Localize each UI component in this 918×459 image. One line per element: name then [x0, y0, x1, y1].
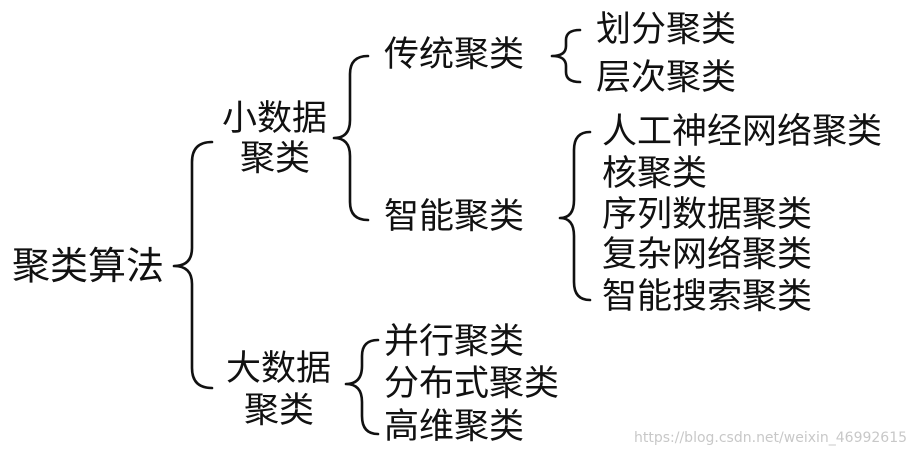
small-data-brace	[332, 54, 370, 222]
big-data-label-line1: 大数据	[226, 349, 332, 389]
big-data-brace	[344, 338, 380, 436]
intelligent-brace	[558, 130, 592, 302]
watermark-text: https://blog.csdn.net/weixin_46992615	[634, 430, 908, 446]
traditional-item-1: 层次聚类	[596, 58, 737, 98]
root-node: 聚类算法	[12, 244, 165, 288]
intelligent-item-4: 智能搜索聚类	[602, 277, 813, 317]
traditional-clustering-label: 传统聚类	[384, 35, 525, 75]
root-brace	[172, 140, 214, 390]
small-data-label-line1: 小数据	[222, 99, 328, 139]
big-data-item-0: 并行聚类	[384, 322, 525, 362]
intelligent-item-0: 人工神经网络聚类	[602, 112, 883, 152]
small-data-label-line2: 聚类	[240, 139, 311, 179]
intelligent-item-3: 复杂网络聚类	[602, 235, 813, 275]
big-data-item-2: 高维聚类	[384, 407, 525, 447]
intelligent-clustering-label: 智能聚类	[384, 197, 525, 237]
big-data-item-1: 分布式聚类	[384, 364, 560, 404]
big-data-label-line2: 聚类	[244, 391, 315, 431]
traditional-brace	[550, 28, 582, 84]
intelligent-item-2: 序列数据聚类	[602, 195, 813, 235]
intelligent-item-1: 核聚类	[602, 154, 708, 194]
traditional-item-0: 划分聚类	[596, 10, 737, 50]
